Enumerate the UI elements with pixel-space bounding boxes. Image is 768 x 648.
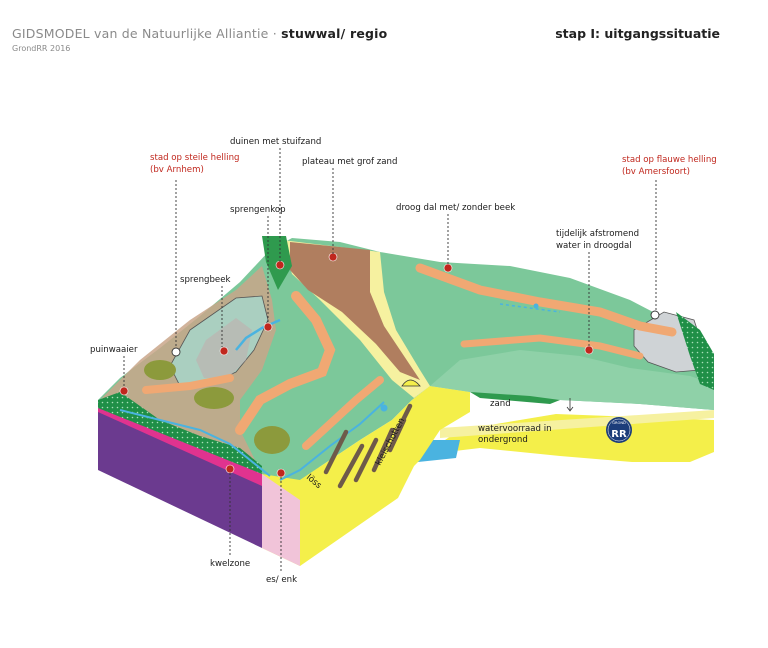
label-stad-flauw-line2: (bv Amersfoort) [622,167,690,177]
marker-puinwaaier [119,386,129,396]
title-separator: · [272,26,277,41]
logo-top-text: GROND [612,421,626,425]
marker-droog-dal [443,263,453,273]
marker-sprengenkop [263,322,273,332]
label-plateau: plateau met grof zand [302,157,397,167]
leader-lines [123,148,657,572]
grondrr-logo: GROND RR [606,417,632,443]
marker-sprengbeek [219,346,229,356]
label-stad-flauw-line1: stad op flauwe helling [622,155,717,165]
label-puinwaaier: puinwaaier [90,345,138,355]
label-duinen: duinen met stuifzand [230,137,321,147]
label-zand: zand [490,399,511,409]
marker-kwelzone [225,464,235,474]
logo-main-text: RR [611,429,627,440]
marker-tijdelijk [584,345,594,355]
label-tijdelijk-line2: water in droogdal [556,241,632,251]
label-watervoorraad-line2: ondergrond [478,435,528,445]
credit-text: GrondRR 2016 [12,44,71,53]
marker-stad-steil [171,347,181,357]
label-droog-dal: droog dal met/ zonder beek [396,203,515,213]
title-topic: stuwwal/ regio [281,26,388,41]
label-stad-steil-line2: (bv Arnhem) [150,165,204,175]
label-stad-steil-line1: stad op steile helling [150,153,239,163]
marker-es-enk [276,468,286,478]
location-markers [119,252,660,478]
marker-plateau [328,252,338,262]
marker-duinen [275,260,285,270]
label-watervoorraad-line1: watervoorraad in [478,424,552,434]
label-tijdelijk-line1: tijdelijk afstromend [556,229,639,239]
label-kwelzone: kwelzone [210,559,250,569]
label-sprengenkop: sprengenkop [230,205,286,215]
marker-stad-flauw [650,310,660,320]
diagram-title: GIDSMODEL van de Natuurlijke Alliantie ·… [12,26,387,41]
label-sprengbeek: sprengbeek [180,275,230,285]
terrain-surface [98,236,714,540]
label-es-enk: es/ enk [266,575,297,585]
title-text: GIDSMODEL van de Natuurlijke Alliantie [12,26,269,41]
step-title: stap I: uitgangssituatie [555,26,720,41]
